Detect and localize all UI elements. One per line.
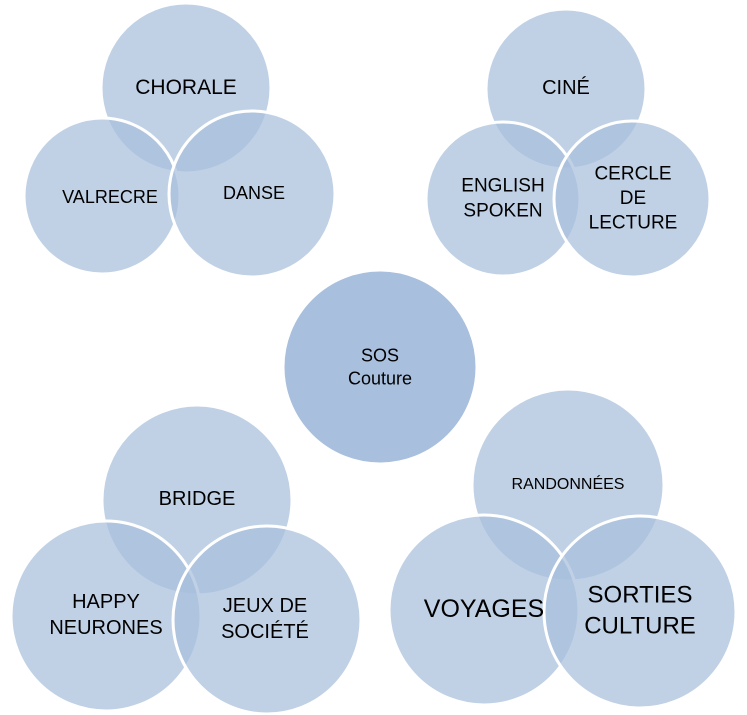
label-cine: CINÉ [542, 76, 590, 99]
label-line: JEUX DE [223, 595, 307, 617]
label-chorale: CHORALE [135, 76, 237, 99]
label-line: DE [620, 188, 646, 209]
label-danse: DANSE [223, 183, 285, 203]
label-sorties-culture: SORTIES CULTURE [584, 582, 696, 640]
label-line: VALRECRE [62, 187, 158, 207]
label-voyages: VOYAGES [424, 595, 544, 623]
label-line: SPOKEN [463, 200, 542, 221]
circle-sos-couture [281, 268, 479, 466]
circle-sorties-culture [542, 514, 738, 710]
label-line: BRIDGE [159, 488, 236, 510]
venn-group-3: SOS Couture [281, 268, 479, 466]
venn-group-1: CHORALE VALRECRE DANSE [22, 1, 337, 279]
label-bridge: BRIDGE [159, 488, 236, 510]
circle-jeux-de-societe [171, 524, 363, 715]
label-line: NEURONES [49, 617, 162, 639]
label-line: ENGLISH [461, 176, 544, 197]
label-line: Couture [348, 368, 412, 388]
label-cercle-de-lecture: CERCLE DE LECTURE [589, 163, 678, 233]
label-line: SOCIÉTÉ [221, 620, 309, 643]
label-line: CERCLE [594, 163, 671, 184]
venn-group-4: BRIDGE HAPPY NEURONES JEUX DE SOCIÉTÉ [9, 403, 363, 715]
label-line: DANSE [223, 183, 285, 203]
label-randonnees: RANDONNÉES [512, 474, 625, 493]
label-line: RANDONNÉES [512, 474, 625, 493]
venn-group-5: RANDONNÉES VOYAGES SORTIES CULTURE [387, 387, 738, 710]
label-line: SORTIES [588, 582, 693, 609]
label-line: CULTURE [584, 613, 696, 640]
circle-danse [167, 109, 337, 279]
label-line: HAPPY [72, 591, 140, 613]
label-line: SOS [361, 345, 399, 365]
label-jeux-de-societe: JEUX DE SOCIÉTÉ [221, 595, 309, 643]
venn-group-2: CINÉ ENGLISH SPOKEN CERCLE DE LECTURE [424, 7, 712, 279]
label-happy-neurones: HAPPY NEURONES [49, 591, 162, 639]
label-valrecre: VALRECRE [62, 187, 158, 207]
label-sos-couture: SOS Couture [348, 345, 412, 388]
label-line: CINÉ [542, 76, 590, 99]
label-english-spoken: ENGLISH SPOKEN [461, 176, 544, 222]
label-line: VOYAGES [424, 595, 544, 623]
label-line: LECTURE [589, 213, 678, 234]
label-line: CHORALE [135, 76, 237, 99]
circle-cercle-de-lecture [552, 119, 712, 279]
